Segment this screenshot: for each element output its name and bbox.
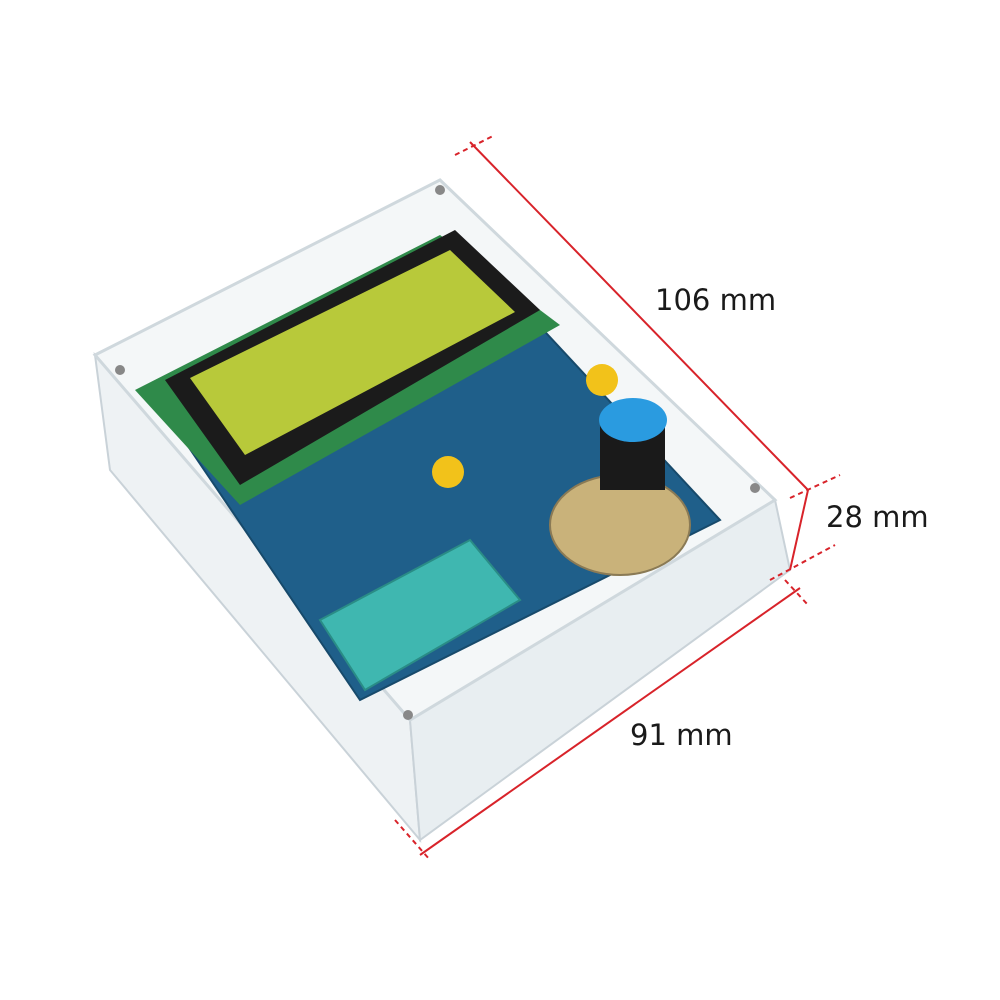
screw (750, 483, 760, 493)
height-dimension-line (789, 489, 809, 571)
lcd-screen (190, 250, 515, 455)
button-top (586, 364, 618, 396)
zif-socket (318, 538, 522, 692)
length-label: 106 mm (655, 283, 777, 317)
height-label: 28 mm (826, 500, 929, 534)
knob-cap (599, 398, 667, 442)
width-label: 91 mm (630, 718, 733, 752)
button-mid (432, 456, 464, 488)
width-dimension-line (419, 587, 801, 856)
screw (435, 185, 445, 195)
dimension-lines (394, 134, 841, 861)
screw (115, 365, 125, 375)
screw (403, 710, 413, 720)
length-dimension-line (469, 141, 809, 491)
